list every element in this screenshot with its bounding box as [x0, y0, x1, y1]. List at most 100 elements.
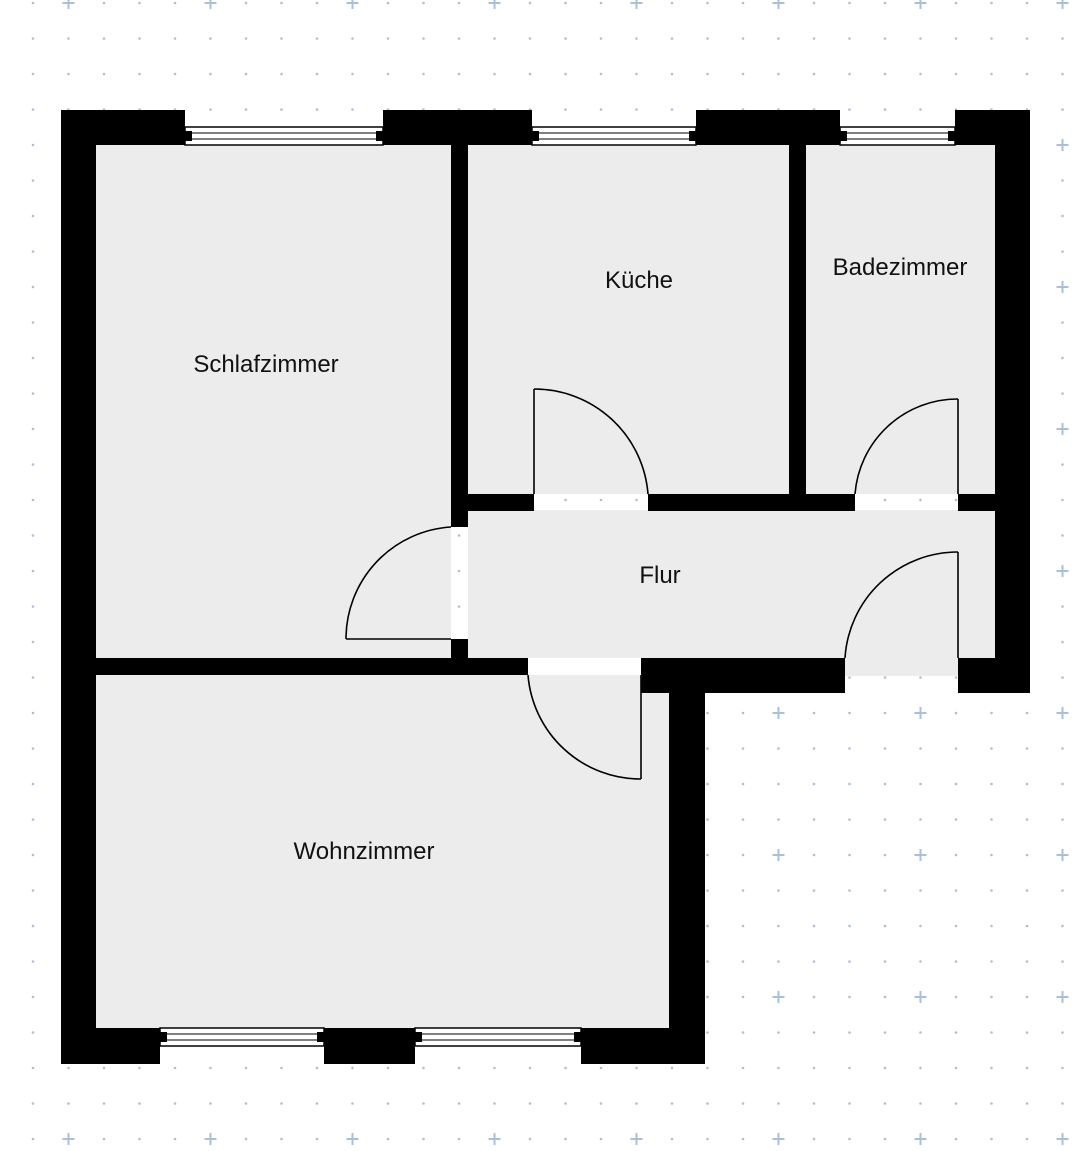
- grid-dot: [706, 37, 709, 40]
- grid-plus-marker: [1056, 423, 1069, 435]
- grid-dot: [31, 747, 35, 750]
- grid-dot: [31, 605, 35, 608]
- grid-dot: [883, 1066, 887, 1070]
- grid-dot: [31, 924, 35, 928]
- grid-dot: [31, 427, 35, 431]
- grid-dot: [67, 1066, 70, 1070]
- grid-dot: [741, 960, 745, 963]
- grid-plus-marker: [772, 1133, 785, 1145]
- wall-bottom-3: [581, 1028, 705, 1064]
- grid-dot: [919, 676, 922, 679]
- grid-dot: [599, 1066, 603, 1070]
- grid-dot: [990, 1066, 993, 1070]
- grid-dot: [31, 463, 35, 466]
- grid-dot: [564, 1066, 567, 1070]
- grid-dot: [138, 1, 141, 5]
- grid-dot: [706, 1, 709, 5]
- grid-dot: [954, 676, 958, 679]
- grid-dot: [599, 498, 603, 502]
- grid-dot: [209, 1066, 212, 1070]
- wall-right: [995, 110, 1030, 693]
- grid-plus-marker: [346, 1133, 359, 1145]
- grid-dot: [457, 37, 461, 40]
- grid-dot: [138, 1137, 141, 1141]
- grid-dot: [848, 960, 851, 963]
- grid-dot: [954, 72, 958, 76]
- grid-dot: [954, 37, 958, 40]
- grid-dot: [1061, 179, 1064, 182]
- grid-dot: [351, 108, 354, 111]
- grid-dot: [812, 889, 816, 892]
- grid-dot: [1025, 1, 1029, 5]
- grid-dot: [670, 1066, 674, 1070]
- grid-dot: [883, 995, 887, 999]
- grid-dot: [812, 924, 816, 928]
- grid-dot: [954, 711, 958, 715]
- grid-dot: [315, 1, 319, 5]
- grid-dot: [812, 747, 816, 750]
- grid-dot: [1061, 72, 1064, 76]
- grid-dot: [422, 1102, 425, 1105]
- wall-top-2: [383, 110, 532, 145]
- grid-dot: [706, 711, 709, 715]
- wall-entrance-right: [958, 658, 1030, 693]
- grid-dot: [280, 72, 283, 76]
- grid-dot: [741, 818, 745, 821]
- grid-dot: [457, 1137, 461, 1141]
- grid-plus-marker: [1056, 281, 1069, 293]
- grid-dot: [741, 1102, 745, 1105]
- grid-dot: [351, 37, 354, 40]
- wall-kueche-bad: [789, 145, 806, 495]
- grid-dot: [564, 498, 567, 502]
- grid-dot: [422, 1066, 425, 1070]
- grid-dot: [741, 853, 745, 857]
- grid-dot: [919, 498, 922, 502]
- room-labels: Schlafzimmer Küche Badezimmer Flur Wohnz…: [193, 254, 967, 865]
- grid-dot: [31, 569, 35, 573]
- grid-dot: [706, 1102, 709, 1105]
- grid-dot: [1025, 1066, 1029, 1070]
- grid-dot: [209, 37, 212, 40]
- grid-dot: [848, 1137, 851, 1141]
- grid-dot: [883, 498, 887, 502]
- grid-dot: [848, 747, 851, 750]
- grid-dot: [528, 1066, 532, 1070]
- floor-kueche: [468, 145, 789, 494]
- grid-dot: [777, 960, 780, 963]
- grid-dot: [1061, 889, 1064, 892]
- grid-dot: [1061, 782, 1064, 786]
- grid-dot: [351, 72, 354, 76]
- grid-dot: [883, 676, 887, 679]
- grid-dot: [670, 1137, 674, 1141]
- grid-dot: [635, 108, 638, 111]
- grid-dot: [564, 1, 567, 5]
- grid-dot: [990, 1102, 993, 1105]
- grid-dot: [954, 498, 958, 502]
- grid-dot: [528, 1137, 532, 1141]
- grid-dot: [1025, 37, 1029, 40]
- grid-dot: [883, 747, 887, 750]
- grid-dot: [954, 1031, 958, 1034]
- floor-wohnzimmer: [96, 675, 669, 1028]
- grid-dot: [457, 1066, 461, 1070]
- grid-dot: [599, 37, 603, 40]
- grid-dot: [280, 1102, 283, 1105]
- grid-dot: [883, 889, 887, 892]
- grid-dot: [777, 72, 780, 76]
- door-schlafzimmer: [345, 526, 452, 640]
- grid-dot: [1025, 72, 1029, 76]
- grid-dot: [1061, 924, 1064, 928]
- grid-dot: [706, 995, 709, 999]
- grid-dot: [31, 853, 35, 857]
- grid-dot: [848, 1066, 851, 1070]
- grid-dot: [883, 1137, 887, 1141]
- wall-wohnzimmer-north-1: [96, 658, 528, 675]
- grid-dot: [244, 1, 248, 5]
- grid-dot: [670, 1102, 674, 1105]
- grid-dot: [635, 498, 638, 502]
- window-wohnzimmer-left: [159, 1027, 325, 1047]
- grid-dot: [635, 72, 638, 76]
- grid-dot: [493, 72, 496, 76]
- walls: [61, 110, 1030, 1064]
- grid-dot: [457, 1102, 461, 1105]
